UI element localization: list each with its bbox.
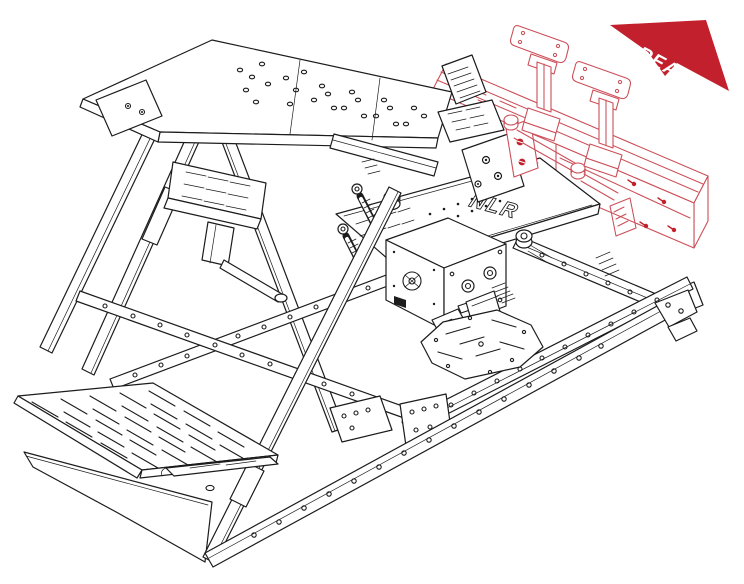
rail-end-bracket	[654, 289, 698, 328]
slotted-tray	[437, 99, 505, 143]
scissor-braces	[75, 256, 439, 443]
junction-plate	[329, 395, 393, 443]
pedal-plate-slots	[31, 390, 247, 469]
vent-hatch-icon	[491, 282, 516, 304]
rear-foot-bracket	[609, 197, 637, 237]
hinge-mount-bracket	[461, 133, 525, 203]
shelf-plate	[163, 161, 288, 303]
knob-icon	[461, 279, 475, 293]
shelf-support	[201, 221, 235, 267]
vent-slats-icon	[595, 251, 620, 277]
label-icon	[394, 296, 406, 308]
leg-sleeve	[229, 462, 265, 508]
deck-channel	[329, 133, 439, 177]
pivot-boss	[515, 229, 553, 265]
hinge-linkage-red	[503, 114, 619, 201]
rail-foot	[667, 317, 698, 342]
rear-arrow-icon	[610, 20, 729, 91]
rear-upright-vented	[441, 54, 487, 105]
seat-mount-plate	[420, 309, 544, 380]
rear-crossmember-beam	[431, 63, 709, 249]
knob-icon	[483, 266, 497, 280]
fan-icon	[402, 271, 422, 291]
front-leg	[202, 186, 402, 564]
wheel-deck	[79, 39, 453, 149]
pedal-side-panel	[23, 451, 213, 563]
rear-riser-bracket-left	[509, 25, 570, 142]
wheel-deck-holes	[236, 61, 428, 127]
rear-riser-bracket-right	[571, 61, 632, 178]
pedal-plate	[13, 382, 279, 492]
base-rail-front	[204, 289, 698, 568]
